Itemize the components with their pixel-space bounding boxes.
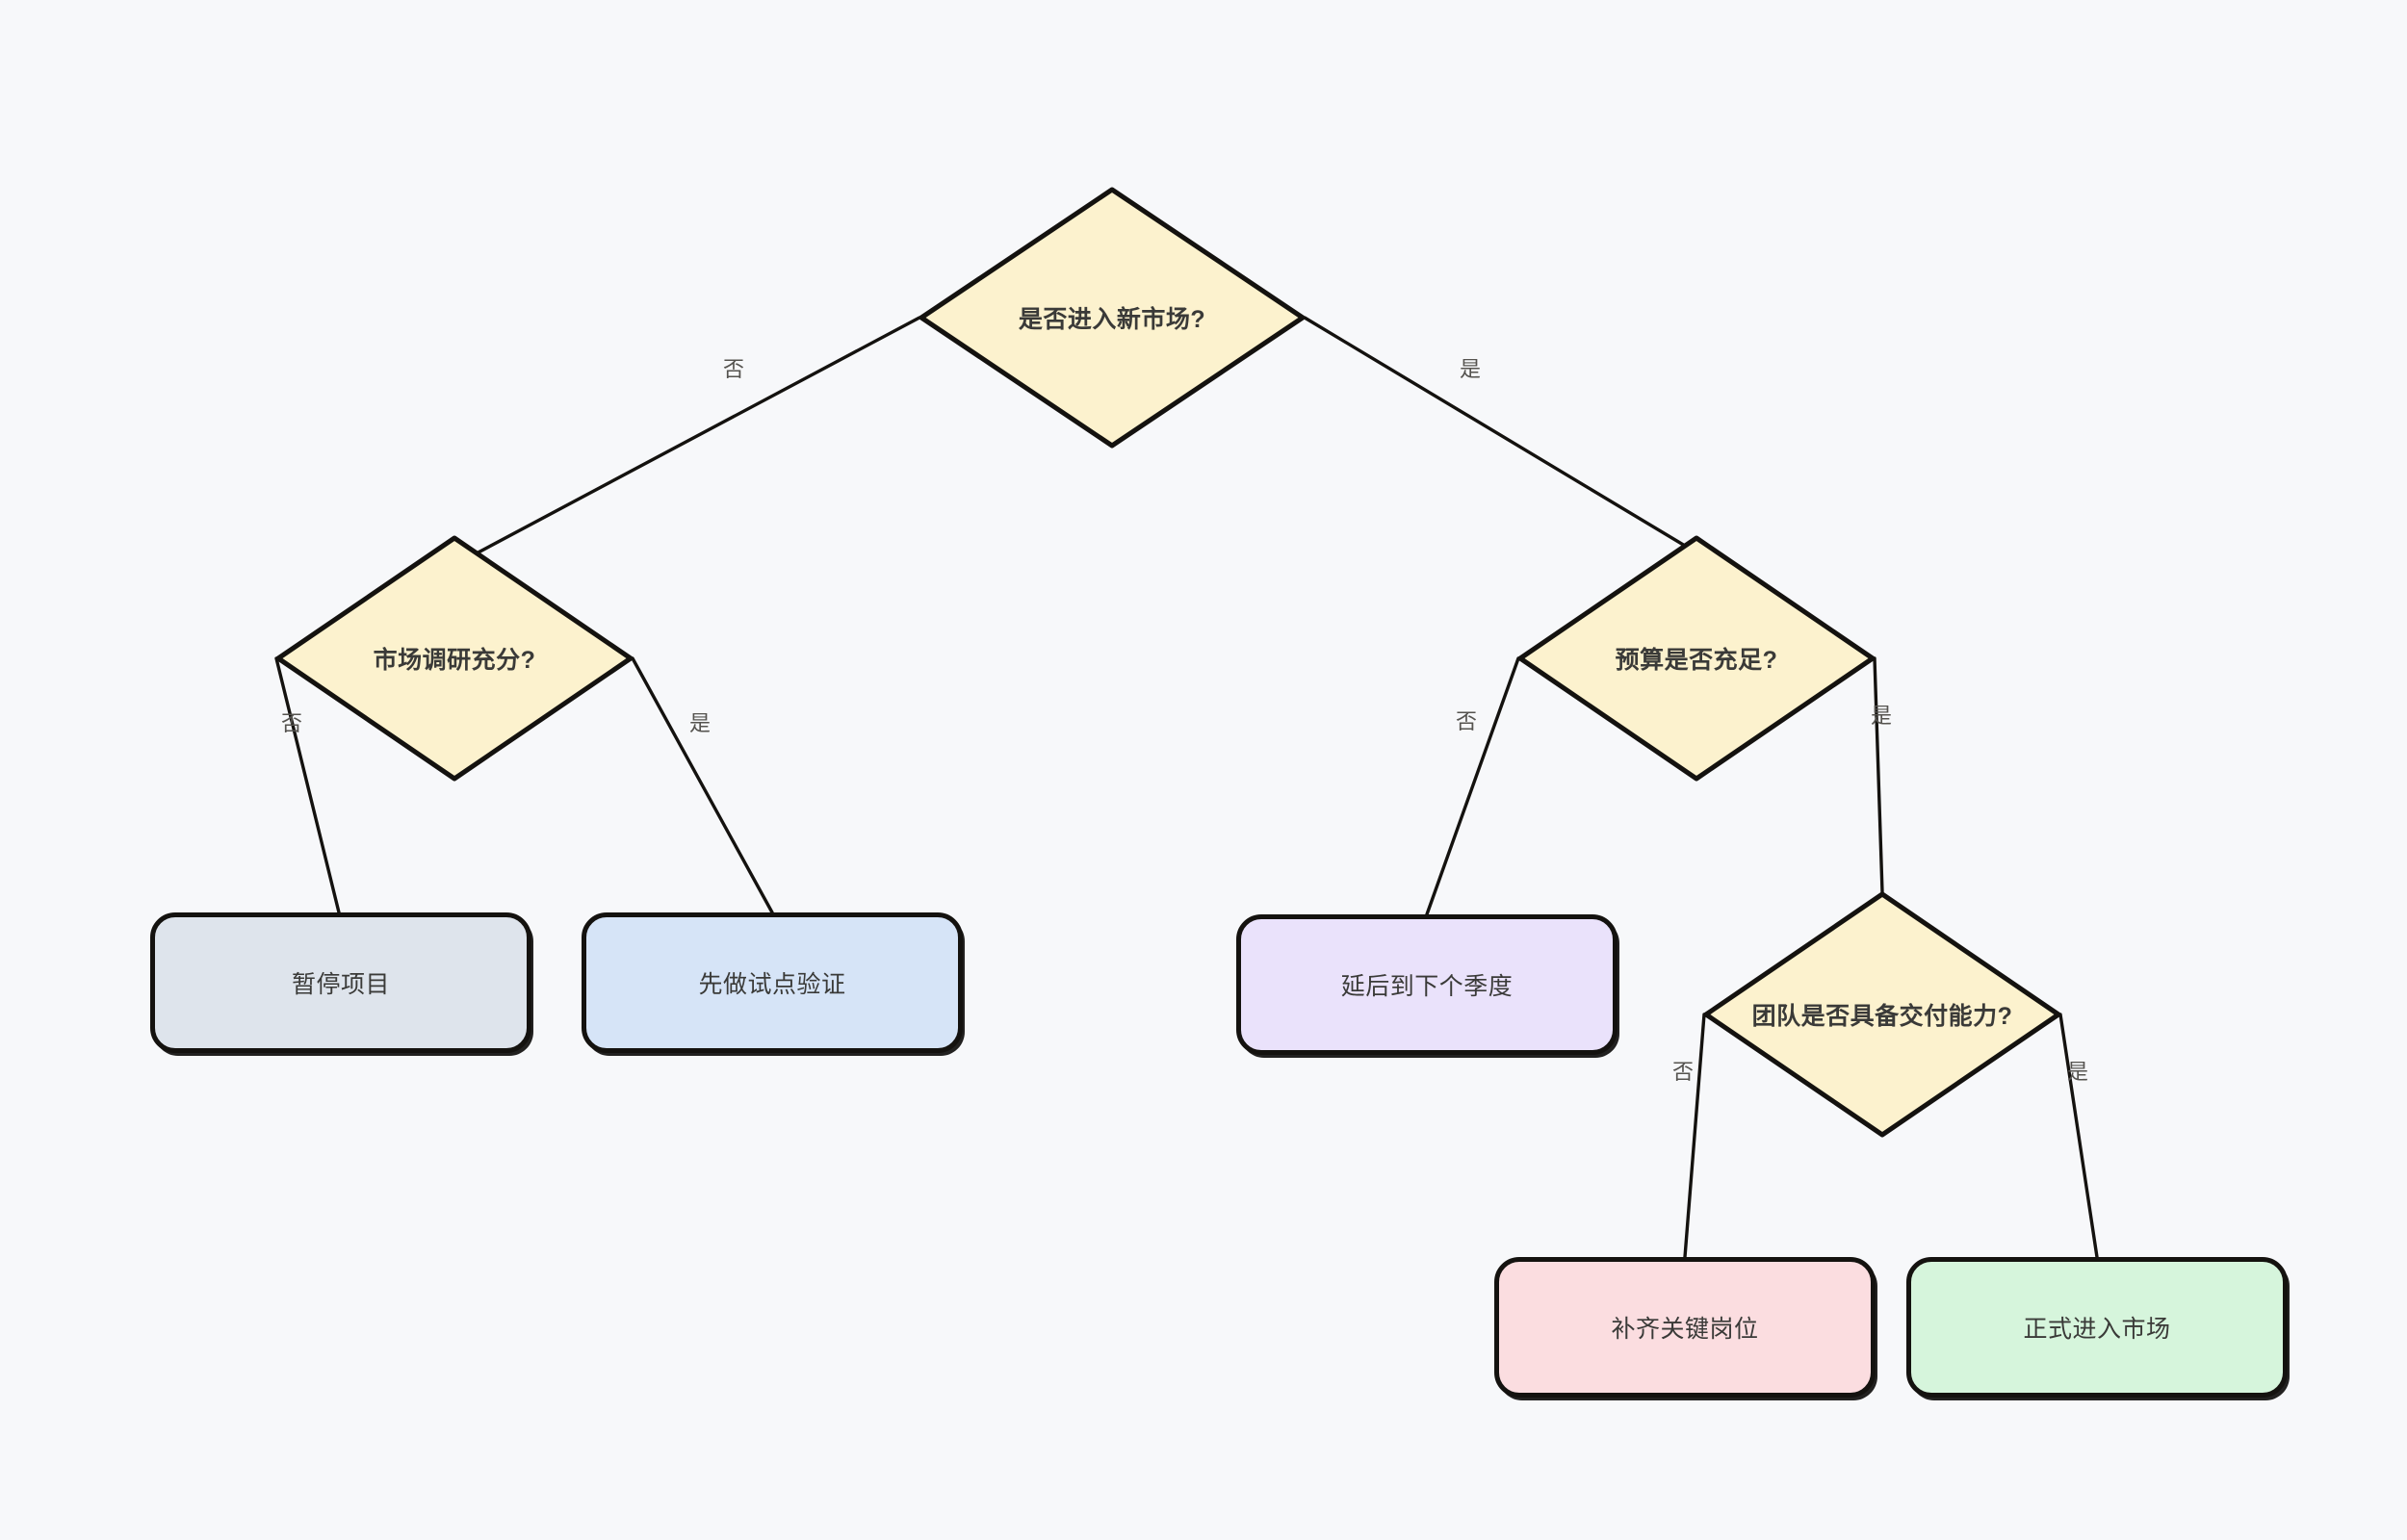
edge-research-no [274, 656, 341, 914]
node-label-defer: 延后到下个季度 [1340, 973, 1514, 1000]
node-label-pilot: 先做试点验证 [698, 971, 846, 998]
edge-team-yes [2058, 1013, 2099, 1259]
decision-node-research[interactable]: 市场调研充分? [275, 535, 634, 782]
outcome-node-pilot[interactable]: 先做试点验证 [582, 912, 963, 1053]
edge-team-no [1683, 1013, 1706, 1259]
decision-node-team[interactable]: 团队是否具备交付能力? [1703, 891, 2061, 1138]
node-label-hire: 补齐关键岗位 [1611, 1316, 1759, 1343]
diamond-shape-research [275, 535, 634, 782]
outcome-node-hire[interactable]: 补齐关键岗位 [1494, 1257, 1876, 1398]
diamond-shape-budget [1517, 535, 1876, 782]
node-label-enter: 正式进入市场 [2023, 1316, 2171, 1343]
diamond-shape-team [1703, 891, 2061, 1138]
edge-budget-no [1425, 656, 1520, 916]
outcome-node-pause[interactable]: 暂停项目 [150, 912, 531, 1053]
node-label-pause: 暂停项目 [291, 971, 390, 998]
outcome-node-enter[interactable]: 正式进入市场 [1906, 1257, 2288, 1398]
decision-node-budget[interactable]: 预算是否充足? [1517, 535, 1876, 782]
edge-budget-yes [1873, 656, 1884, 894]
outcome-node-defer[interactable]: 延后到下个季度 [1236, 914, 1618, 1055]
diamond-shape-root [919, 187, 1306, 449]
decision-node-root[interactable]: 是否进入新市场? [919, 187, 1306, 449]
edge-research-yes [631, 656, 774, 914]
